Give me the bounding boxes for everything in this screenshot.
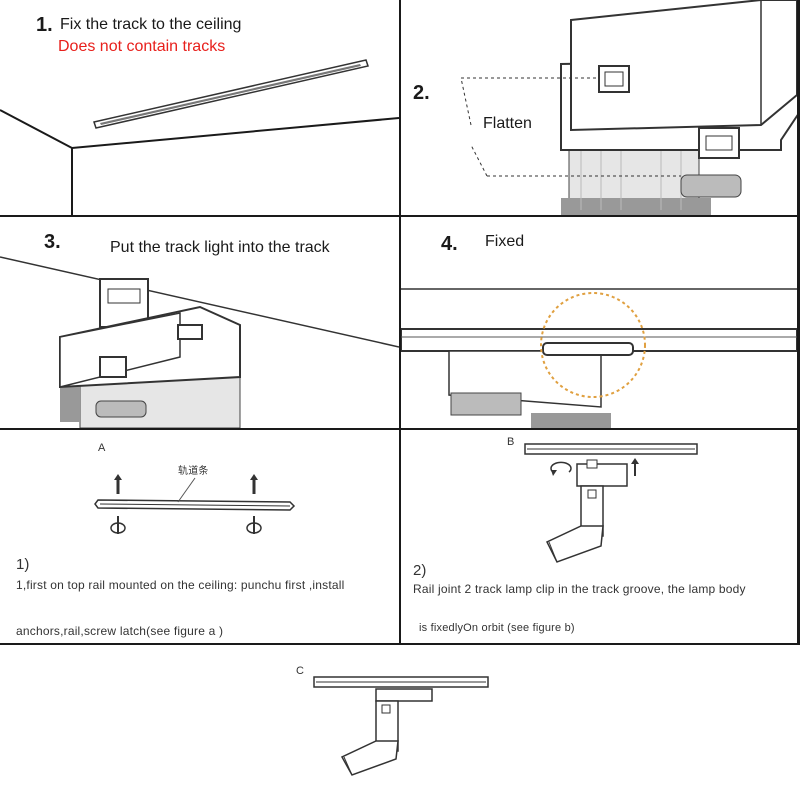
panel-figure-c: C	[0, 645, 800, 800]
figure-letter-c: C	[296, 665, 305, 677]
step-caption-3: Put the track light into the track	[110, 239, 330, 256]
figure-b-lamp-clip	[524, 443, 698, 563]
panel-step-3: 3. Put the track light into the track	[0, 217, 399, 428]
figure-a-instruction-line-2: anchors,rail,screw latch(see figure a )	[16, 624, 224, 638]
step-caption-4: Fixed	[485, 233, 525, 250]
grid-row-divider-3	[0, 643, 800, 645]
step-number-2: 2.	[413, 82, 430, 104]
screw-left	[114, 474, 122, 494]
ceiling-track-rail	[93, 59, 369, 129]
rail-chinese-label: 轨道条	[178, 466, 209, 477]
step-caption-2: Flatten	[483, 115, 532, 132]
anchor-right	[246, 516, 262, 534]
figure-b-instruction-line-2: is fixedlyOn orbit (see figure b)	[419, 622, 575, 634]
grid-row-divider-1	[0, 215, 800, 217]
step-caption-1: Fix the track to the ceiling	[60, 16, 242, 33]
figure-letter-a: A	[98, 442, 106, 454]
figure-letter-b: B	[507, 436, 515, 448]
step-number-4: 4.	[441, 233, 458, 255]
figure-a-instruction-line-1: 1,first on top rail mounted on the ceili…	[16, 578, 345, 592]
highlight-circle	[540, 292, 646, 398]
step-number-1: 1.	[36, 14, 53, 36]
panel-step-4: 4. Fixed	[401, 217, 797, 428]
adapter-flatten-illustration	[460, 0, 797, 215]
fixed-illustration	[401, 288, 797, 428]
panel-figure-a: A 轨道条 1) 1,first on top rail mounted on …	[0, 430, 399, 643]
figure-b-instruction-line-1: Rail joint 2 track lamp clip in the trac…	[413, 582, 746, 596]
anchor-left	[110, 516, 126, 534]
figure-c-assembled-lamp	[313, 676, 489, 776]
panel-step-2: 2. Flatten	[401, 0, 797, 215]
panel-step-1: 1. Fix the track to the ceiling Does not…	[0, 0, 399, 215]
grid-vertical-divider	[399, 0, 401, 645]
step-number-3: 3.	[44, 231, 61, 253]
step-note-1: Does not contain tracks	[58, 38, 226, 55]
ceiling-illustration	[0, 59, 399, 215]
screw-right	[250, 474, 258, 494]
insert-light-illustration	[0, 256, 399, 428]
panel-figure-b: B 2) Rail joint 2 track lamp clip in the…	[401, 430, 797, 643]
grid-row-divider-2	[0, 428, 800, 430]
figure-a-rail-mounting	[94, 474, 296, 534]
step-marker-b: 2)	[413, 562, 427, 579]
grid-right-edge	[797, 0, 800, 645]
step-marker-a: 1)	[16, 556, 30, 573]
